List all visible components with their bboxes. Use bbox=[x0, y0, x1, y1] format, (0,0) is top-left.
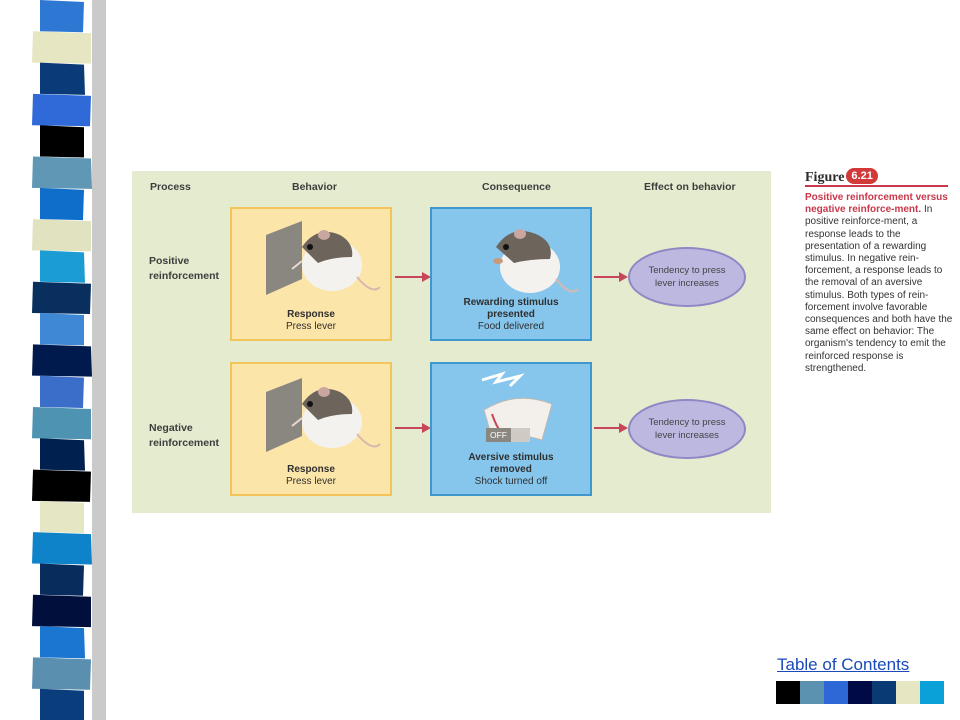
consequence-box-negative: OFF Aversive stimulus removed Shock turn… bbox=[430, 362, 592, 496]
consequence-title-negative-line1: Aversive stimulus bbox=[468, 452, 554, 463]
behavior-box-positive: Response Press lever bbox=[230, 207, 392, 341]
effect-ellipse-positive: Tendency to press lever increases bbox=[628, 247, 746, 307]
rat-pressing-lever-image bbox=[266, 221, 381, 295]
decorative-stripe bbox=[40, 688, 84, 720]
reinforcement-figure: Process Behavior Consequence Effect on b… bbox=[132, 171, 771, 513]
decorative-stripe-band bbox=[32, 0, 106, 720]
rat-eating-image bbox=[493, 229, 579, 293]
decorative-stripe bbox=[32, 93, 91, 127]
decorative-stripe bbox=[40, 375, 84, 408]
behavior-title-positive: Response bbox=[287, 309, 335, 320]
column-header-behavior: Behavior bbox=[292, 181, 337, 193]
arrow-consequence-to-effect-positive bbox=[594, 272, 628, 282]
process-label-negative: Negative reinforcement bbox=[149, 422, 220, 449]
consequence-sub-negative: Shock turned off bbox=[474, 476, 548, 487]
off-switch-label: OFF bbox=[486, 428, 530, 442]
column-header-consequence: Consequence bbox=[482, 181, 551, 193]
color-swatch bbox=[776, 681, 800, 704]
arrow-consequence-to-effect-negative bbox=[594, 423, 628, 433]
column-header-process: Process bbox=[150, 181, 191, 193]
color-swatch bbox=[824, 681, 848, 704]
color-swatch-row bbox=[776, 681, 944, 704]
column-header-effect: Effect on behavior bbox=[644, 181, 736, 193]
decorative-stripe bbox=[32, 281, 91, 315]
decorative-stripe bbox=[32, 31, 91, 64]
decorative-stripe bbox=[32, 532, 92, 565]
decorative-stripe bbox=[40, 62, 85, 95]
behavior-box-negative: Response Press lever bbox=[230, 362, 392, 496]
color-swatch bbox=[872, 681, 896, 704]
behavior-sub-positive: Press lever bbox=[285, 321, 336, 332]
caption-rule bbox=[805, 185, 948, 187]
figure-number-badge: 6.21 bbox=[846, 168, 878, 184]
consequence-title-positive-line2: presented bbox=[487, 309, 535, 320]
color-swatch bbox=[800, 681, 824, 704]
decorative-stripe bbox=[32, 156, 92, 189]
behavior-title-negative: Response bbox=[287, 464, 335, 475]
color-swatch bbox=[920, 681, 944, 704]
rat-pressing-lever-image bbox=[266, 378, 381, 452]
decorative-stripe bbox=[32, 657, 91, 690]
color-swatch bbox=[896, 681, 920, 704]
decorative-stripe bbox=[32, 406, 91, 440]
decorative-stripe bbox=[40, 125, 84, 158]
caption-body: In positive reinforce-ment, a response l… bbox=[805, 204, 953, 374]
decorative-stripe bbox=[32, 219, 91, 252]
table-of-contents-link[interactable]: Table of Contents bbox=[777, 655, 910, 674]
consequence-title-negative-line2: removed bbox=[490, 464, 532, 475]
arrow-behavior-to-consequence-negative bbox=[395, 423, 431, 433]
consequence-box-positive: Rewarding stimulus presented Food delive… bbox=[430, 207, 592, 341]
decorative-stripe bbox=[40, 0, 84, 33]
decorative-stripe bbox=[40, 626, 85, 659]
color-swatch bbox=[848, 681, 872, 704]
decorative-stripe bbox=[32, 594, 91, 628]
decorative-stripe bbox=[32, 344, 92, 377]
decorative-stripe bbox=[40, 187, 84, 221]
process-label-positive: Positive reinforcement bbox=[149, 255, 220, 282]
decorative-stripe bbox=[40, 563, 84, 596]
decorative-stripe bbox=[40, 500, 84, 534]
decorative-stripe bbox=[40, 313, 84, 346]
decorative-stripe bbox=[40, 250, 85, 283]
effect-ellipse-negative: Tendency to press lever increases bbox=[628, 399, 746, 459]
decorative-stripe bbox=[32, 469, 91, 502]
consequence-title-positive-line1: Rewarding stimulus bbox=[463, 297, 559, 308]
arrow-behavior-to-consequence-positive bbox=[395, 272, 431, 282]
caption-heading: Positive reinforcement versus negative r… bbox=[805, 192, 948, 216]
decorative-stripe bbox=[40, 438, 85, 471]
figure-label: Figure bbox=[805, 170, 845, 185]
consequence-sub-positive: Food delivered bbox=[477, 321, 545, 332]
behavior-sub-negative: Press lever bbox=[285, 476, 336, 487]
